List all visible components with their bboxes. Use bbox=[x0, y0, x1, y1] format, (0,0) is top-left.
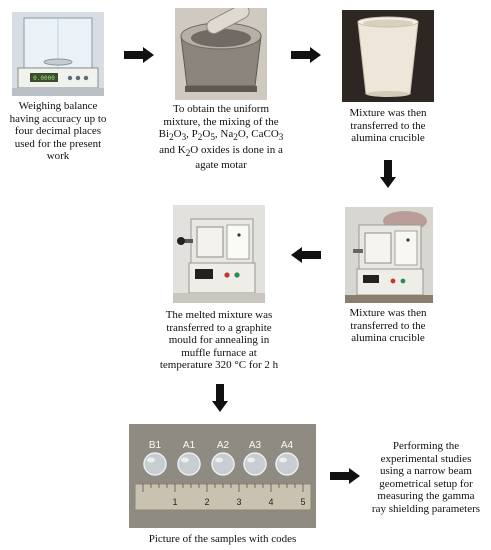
sample-disc bbox=[275, 452, 299, 476]
furnace-caption-right: Mixture was then transferred to the alum… bbox=[349, 307, 427, 344]
sample-code-b1: B1 bbox=[149, 440, 162, 451]
ruler-number: 2 bbox=[204, 497, 209, 507]
alumina-crucible-photo bbox=[342, 10, 434, 102]
arrow-right-2 bbox=[291, 47, 321, 63]
ruler-number: 1 bbox=[172, 497, 177, 507]
weighing-balance-photo: 0.0000 bbox=[12, 12, 104, 96]
caption-part: , P bbox=[186, 128, 198, 140]
agate-mortar-photo bbox=[175, 8, 267, 100]
caption-part: O, CaCO bbox=[237, 128, 279, 140]
ruler-number: 5 bbox=[300, 497, 305, 507]
weighing-caption: Weighing balance having accuracy up to f… bbox=[9, 100, 107, 162]
balance-display: 0.0000 bbox=[33, 75, 55, 82]
caption-sub: 3 bbox=[181, 132, 187, 143]
ruler-number: 3 bbox=[236, 497, 241, 507]
samples-photo: B1 A1 A2 A3 A4 1 2 3 4 5 bbox=[129, 424, 316, 528]
final-step-caption: Performing the experimental studies usin… bbox=[371, 440, 481, 515]
sample-disc bbox=[177, 452, 201, 476]
arrow-right-3 bbox=[330, 468, 360, 484]
furnace-photo-left bbox=[173, 205, 265, 303]
caption-part: , Na bbox=[214, 128, 234, 140]
sample-disc bbox=[243, 452, 267, 476]
furnace-caption-left: The melted mixture was transferred to a … bbox=[159, 309, 279, 371]
arrow-right-1 bbox=[124, 47, 154, 63]
samples-caption: Picture of the samples with codes bbox=[148, 533, 297, 545]
mixing-caption: To obtain the uniform mixture, the mixin… bbox=[158, 103, 284, 172]
caption-part: and K bbox=[159, 143, 186, 156]
caption-sub: 2 bbox=[169, 132, 174, 143]
caption-sub: 2 bbox=[185, 147, 191, 158]
caption-sub: 2 bbox=[233, 132, 238, 143]
caption-part: To obtain the uniform mixture, the mixin… bbox=[158, 103, 279, 140]
sample-code-a1: A1 bbox=[183, 440, 196, 451]
sample-disc bbox=[211, 452, 235, 476]
crucible-caption-top: Mixture was then transferred to the alum… bbox=[349, 107, 427, 144]
caption-sub: 2 bbox=[197, 132, 203, 143]
sample-disc bbox=[143, 452, 167, 476]
sample-code-a3: A3 bbox=[249, 440, 262, 451]
caption-part: O oxides is done in a agate motar bbox=[190, 143, 283, 172]
caption-part: O bbox=[202, 128, 211, 140]
caption-sub: 5 bbox=[210, 132, 215, 143]
arrow-down-2 bbox=[212, 384, 228, 412]
sample-code-a4: A4 bbox=[281, 440, 294, 451]
arrow-down-1 bbox=[380, 160, 396, 188]
caption-part: O bbox=[173, 128, 182, 140]
furnace-photo-right bbox=[345, 207, 433, 303]
caption-sub: 3 bbox=[278, 132, 284, 143]
ruler-number: 4 bbox=[268, 497, 273, 507]
sample-code-a2: A2 bbox=[217, 440, 230, 451]
arrow-left bbox=[291, 247, 321, 263]
